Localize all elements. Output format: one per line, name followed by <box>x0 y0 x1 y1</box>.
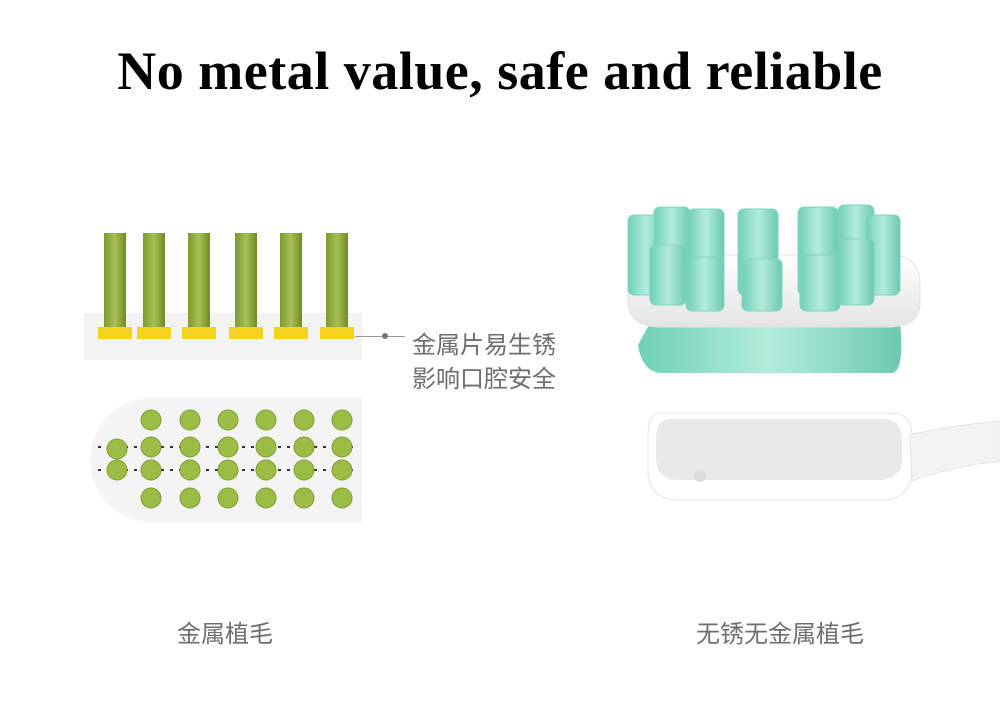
lower-tuft-base <box>638 323 902 374</box>
bristle-tufts <box>104 233 348 337</box>
caption-metal-tufting: 金属植毛 <box>177 620 273 648</box>
brush-handle <box>909 420 1000 482</box>
callout-marker <box>382 333 388 339</box>
caption-metal-free-tufting: 无锈无金属植毛 <box>696 620 864 648</box>
callout-line-2: 影响口腔安全 <box>412 365 556 393</box>
metal-free-brush-exploded-view <box>627 204 1000 501</box>
callout-leader-line <box>355 336 405 337</box>
upper-tufts <box>627 204 901 312</box>
metal-staples <box>98 327 354 339</box>
metal-brush-top-view <box>90 398 362 522</box>
callout-line-1: 金属片易生锈 <box>412 331 556 359</box>
bristle-dots <box>106 409 353 509</box>
handle-cup-inner <box>656 419 902 480</box>
cup-hole <box>694 470 706 482</box>
metal-brush-side-view <box>84 233 362 360</box>
page-title: No metal value, safe and reliable <box>117 41 883 101</box>
rust-warning-callout: 金属片易生锈 影响口腔安全 <box>412 328 556 396</box>
